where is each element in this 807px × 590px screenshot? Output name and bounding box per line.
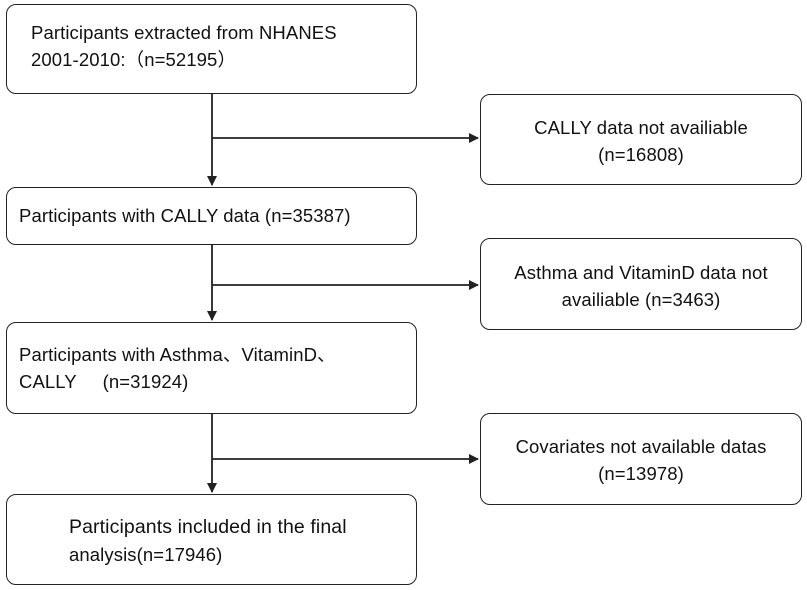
step-box-final-analysis: Participants included in the final analy…	[6, 494, 417, 585]
exclusion-1-line-1: CALLY data not availiable	[534, 117, 748, 138]
exclusion-1-line-2: (n=16808)	[598, 144, 684, 165]
exclusion-2-line-1: Asthma and VitaminD data not	[514, 262, 768, 283]
step-4-line-2: analysis(n=17946)	[69, 544, 223, 565]
exclusion-2-line-2: availiable (n=3463)	[561, 289, 721, 310]
step-2-line-1: Participants with CALLY data (n=35387)	[19, 205, 351, 226]
step-box-extracted: Participants extracted from NHANES 2001-…	[6, 4, 417, 94]
exclusion-3-line-2: (n=13978)	[598, 463, 684, 484]
step-4-line-1: Participants included in the final	[69, 516, 347, 538]
step-3-line-1: Participants with Asthma、VitaminD、	[19, 344, 336, 365]
step-1-line-2: 2001-2010:（n=52195）	[31, 49, 237, 70]
exclusion-3-line-1: Covariates not available datas	[515, 436, 767, 457]
step-box-asthma-vitamind-cally: Participants with Asthma、VitaminD、 CALLY…	[6, 322, 417, 414]
exclusion-box-asthma-vitamind: Asthma and VitaminD data not availiable …	[480, 238, 802, 330]
step-1-line-1: Participants extracted from NHANES	[31, 22, 337, 43]
step-box-cally-data: Participants with CALLY data (n=35387)	[6, 187, 417, 245]
exclusion-box-covariates: Covariates not available datas (n=13978)	[480, 413, 802, 505]
exclusion-box-cally: CALLY data not availiable (n=16808)	[480, 94, 802, 185]
step-3-line-2: CALLY (n=31924)	[19, 371, 189, 392]
